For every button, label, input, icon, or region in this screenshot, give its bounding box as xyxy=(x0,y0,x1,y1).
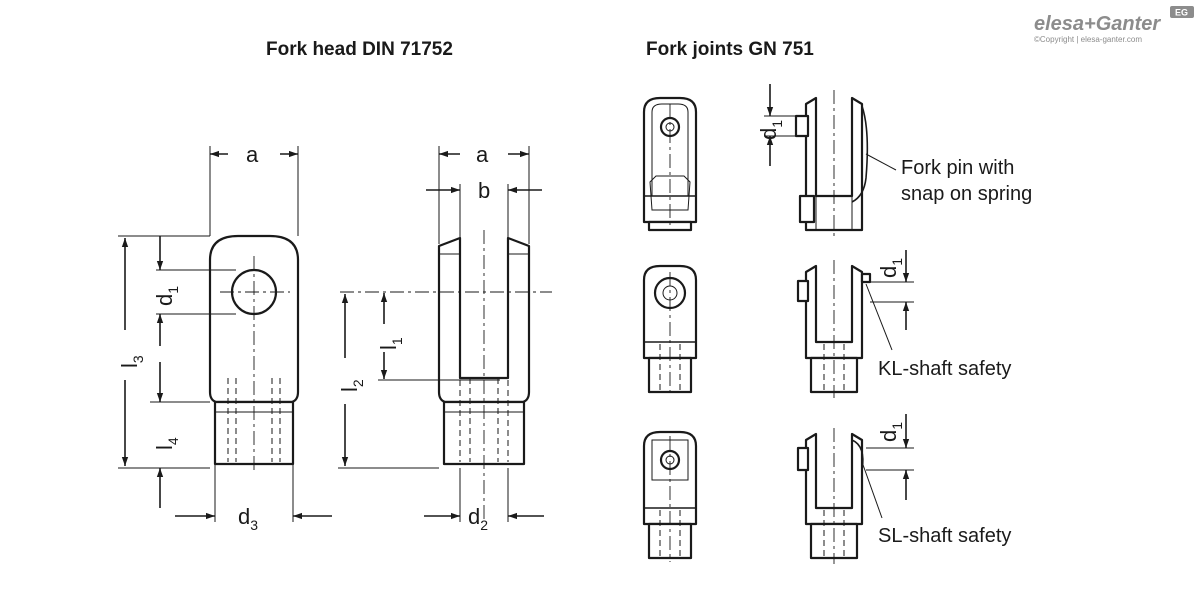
label-b: b xyxy=(478,178,490,203)
label-l4: l4 xyxy=(152,437,181,450)
logo-badge-icon xyxy=(1170,6,1194,18)
dim-d1-joint-1: d1 xyxy=(756,84,800,166)
label-a-side: a xyxy=(476,142,489,167)
label-d1-joint-3: d1 xyxy=(876,422,905,442)
note-sl-shaft: SL-shaft safety xyxy=(878,525,1011,547)
label-l3: l3 xyxy=(117,355,146,368)
dim-d3: d3 xyxy=(175,464,332,533)
fork-joint-side-2 xyxy=(796,260,872,398)
fork-head-front-view xyxy=(208,234,300,470)
dim-a-side: a xyxy=(438,142,530,244)
fork-head-side-view xyxy=(340,230,552,520)
title-fork-head: Fork head DIN 71752 xyxy=(266,39,453,60)
dim-a-front: a xyxy=(209,142,299,236)
dim-d1-joint-3: d1 xyxy=(866,414,914,500)
note-fork-pin-line1: Fork pin with xyxy=(901,157,1014,179)
dim-b: b xyxy=(426,178,542,238)
dim-d1-front: d1 xyxy=(152,235,236,346)
fork-joint-front-1 xyxy=(642,96,698,232)
label-a-front: a xyxy=(246,142,259,167)
dim-d1-joint-2: d1 xyxy=(870,250,914,330)
label-d1-joint-2: d1 xyxy=(876,258,905,278)
label-l1: l1 xyxy=(376,337,405,350)
dim-l1: l1 xyxy=(376,293,500,381)
dim-l3: l3 xyxy=(117,235,210,469)
label-l2: l2 xyxy=(337,379,366,392)
label-d2: d2 xyxy=(468,504,488,533)
dim-d2: d2 xyxy=(424,468,544,533)
dim-l4: l4 xyxy=(150,362,210,508)
note-kl-shaft: KL-shaft safety xyxy=(878,358,1011,380)
logo-copyright: ©Copyright | elesa-ganter.com xyxy=(1034,35,1142,44)
fork-joint-front-3 xyxy=(642,430,698,562)
title-fork-joints: Fork joints GN 751 xyxy=(646,39,814,60)
callout-sl: SL-shaft safety xyxy=(861,461,1011,547)
logo-brand-text: elesa+Ganter xyxy=(1034,13,1161,35)
fork-joint-front-2 xyxy=(642,264,698,396)
label-d1-joint-1: d1 xyxy=(756,120,785,140)
fork-joint-side-3 xyxy=(796,428,864,564)
fork-joint-side-1 xyxy=(794,90,869,236)
note-fork-pin-line2: snap on spring xyxy=(901,183,1032,205)
brand-logo: elesa+Ganter EG ©Copyright | elesa-gante… xyxy=(1034,6,1194,44)
label-d1-front: d1 xyxy=(152,286,181,306)
callout-kl: KL-shaft safety xyxy=(865,283,1011,380)
callout-fork-pin: Fork pin with snap on spring xyxy=(865,153,1032,205)
label-d3: d3 xyxy=(238,504,258,533)
dim-l2: l2 xyxy=(337,294,439,469)
logo-badge-text: EG xyxy=(1175,8,1188,18)
